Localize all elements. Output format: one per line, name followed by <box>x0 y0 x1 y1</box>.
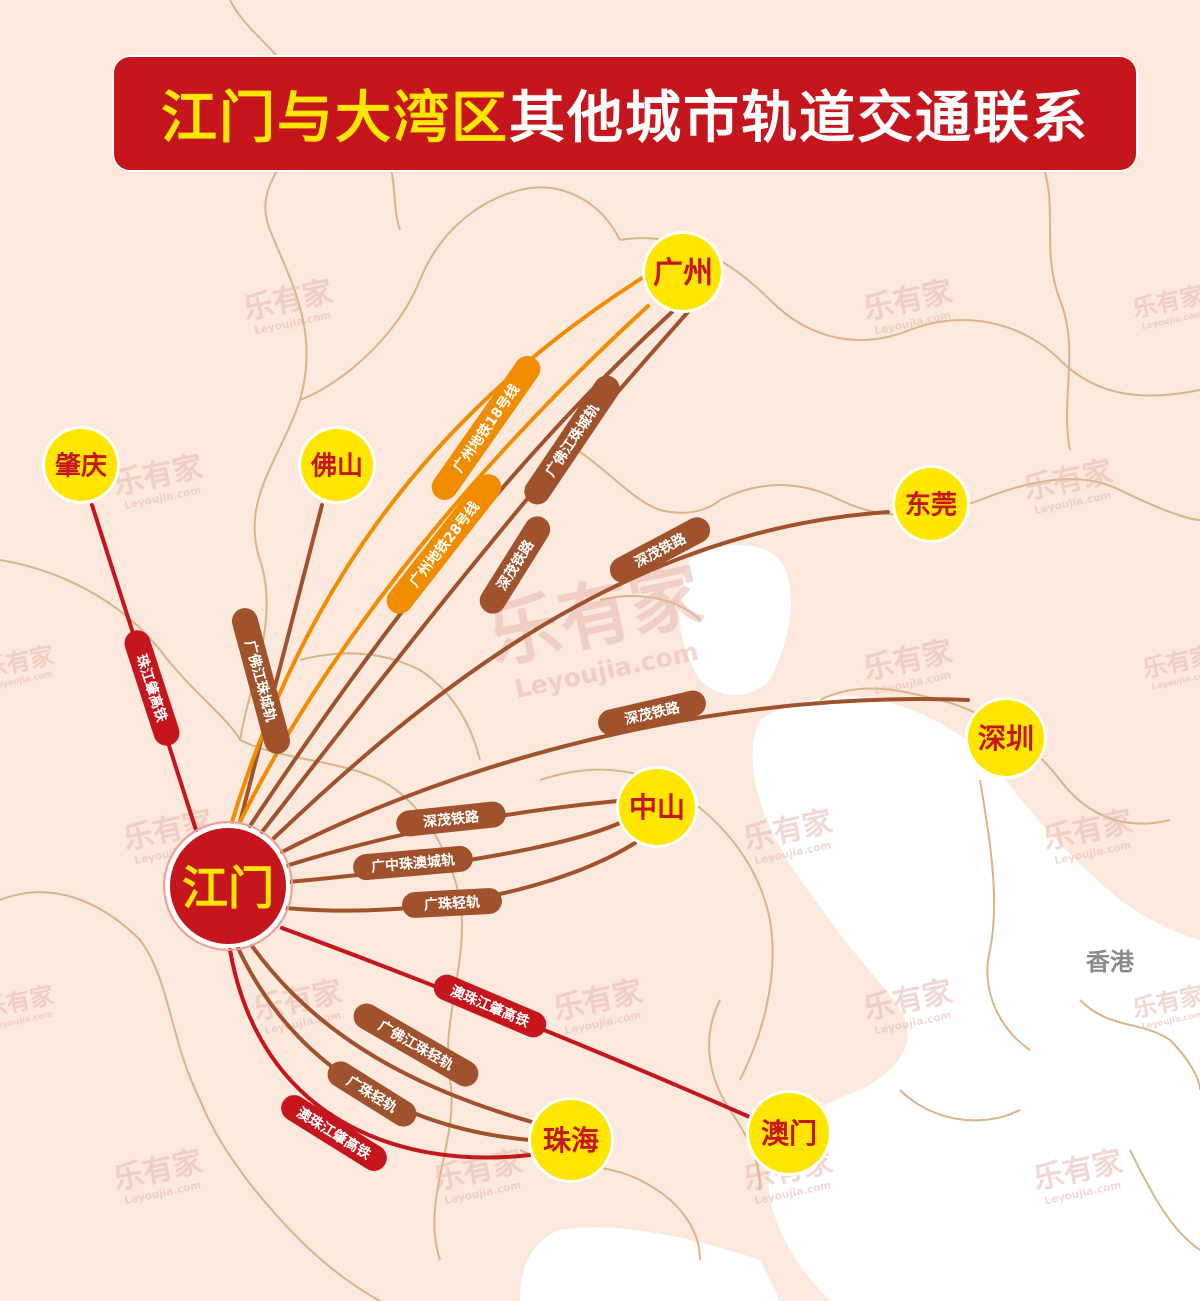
route-line-zh-rail <box>228 948 532 1160</box>
route-label-text: 广珠轻轨 <box>424 894 481 914</box>
city-label: 佛山 <box>310 451 363 481</box>
route-label-text: 广州地铁28号线 <box>406 498 483 590</box>
route-pill <box>598 690 706 736</box>
route-label-macau-rail[interactable]: 澳珠江肇高铁 <box>430 971 551 1042</box>
hub-halo <box>163 821 293 951</box>
city-dongguan[interactable]: 东莞 <box>892 465 970 543</box>
route-line-sz-shenmao <box>280 697 970 854</box>
route-pill <box>402 888 502 918</box>
route-label-text: 广州地铁18号线 <box>450 381 523 476</box>
city-label: 中山 <box>629 791 685 824</box>
city-label: 东莞 <box>905 489 957 520</box>
city-circle <box>968 700 1044 776</box>
route-pill <box>396 801 506 837</box>
sea-inlet <box>679 545 791 695</box>
route-pill <box>281 1095 387 1171</box>
city-zhuhai[interactable]: 珠海 <box>528 1097 614 1183</box>
route-pill <box>353 845 473 881</box>
route-pill <box>386 474 502 614</box>
route-label-zs-light[interactable]: 广珠轻轨 <box>401 887 502 918</box>
city-circle <box>45 429 117 501</box>
route-pill <box>327 1061 417 1127</box>
route-line-zs-intercity <box>286 820 624 884</box>
hongkong-label: 香港 <box>1086 948 1135 976</box>
city-circle <box>895 468 967 540</box>
city-circle <box>645 234 721 310</box>
city-shenzhen[interactable]: 深圳 <box>965 697 1047 779</box>
route-labels: 珠江肇高铁广佛江珠城轨广州地铁18号线广州地铁28号线广佛江珠城轨深茂铁路深茂铁… <box>121 356 711 1171</box>
route-line-foshan-intercity <box>238 503 324 824</box>
route-line-zh-light-1 <box>250 944 534 1124</box>
route-pill <box>479 516 551 614</box>
sea-area <box>752 696 1200 1301</box>
city-label: 澳门 <box>761 1117 817 1150</box>
city-zhongshan[interactable]: 中山 <box>616 766 698 848</box>
city-circle <box>619 769 695 845</box>
city-label: 肇庆 <box>55 450 107 481</box>
city-zhaoqing[interactable]: 肇庆 <box>42 426 120 504</box>
city-label: 深圳 <box>978 722 1034 755</box>
city-guangzhou[interactable]: 广州 <box>642 231 724 313</box>
title-banner: 江门与大湾区 其他城市轨道交通联系 <box>112 55 1138 172</box>
hub-circle <box>166 824 290 948</box>
city-label: 珠海 <box>543 1124 599 1157</box>
route-pill <box>524 375 620 505</box>
route-pill <box>231 608 291 754</box>
sea-south <box>520 1227 780 1301</box>
hub-jiangmen[interactable]: 江门 <box>163 821 293 951</box>
route-label-zs-shenmao[interactable]: 深茂铁路 <box>395 800 507 837</box>
route-pill <box>431 356 541 500</box>
route-pill <box>609 517 711 583</box>
route-label-sz-shenmao[interactable]: 深茂铁路 <box>595 688 708 738</box>
title-rest: 其他城市轨道交通联系 <box>509 86 1089 151</box>
city-circle <box>531 1100 611 1180</box>
route-line-dg-shenmao <box>272 510 890 840</box>
city-circle <box>301 429 373 501</box>
route-label-zs-intercity[interactable]: 广中珠澳城轨 <box>352 845 474 881</box>
title-highlight: 江门与大湾区 <box>161 86 509 151</box>
city-macau[interactable]: 澳门 <box>746 1090 832 1176</box>
route-pill <box>433 974 547 1038</box>
hub-label: 江门 <box>182 861 274 915</box>
route-pill <box>353 1003 479 1087</box>
city-foshan[interactable]: 佛山 <box>298 426 376 504</box>
route-label-gz-intercity[interactable]: 广佛江珠城轨 <box>519 371 624 510</box>
city-circle <box>749 1093 829 1173</box>
route-label-zhaoqing-rail[interactable]: 珠江肇高铁 <box>121 627 183 749</box>
route-pill <box>124 630 180 746</box>
city-label: 广州 <box>653 256 713 291</box>
route-label-text: 深茂铁路 <box>422 808 480 831</box>
